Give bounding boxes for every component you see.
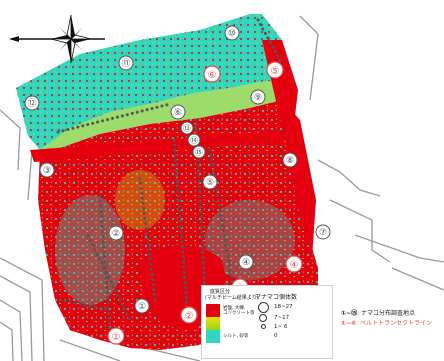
svg-text:②: ② [185,311,194,322]
survey-point-8: ⑧ [282,152,298,168]
transect-line-1: ① [107,327,125,345]
substrate-legend-title: 底質区分 [210,289,231,295]
svg-text:①: ① [138,302,146,312]
circle-large-icon [258,302,269,313]
key-survey-points: ①~⑮: ナマコ分布調査地点 [341,310,416,317]
survey-point-1: ① [134,298,150,314]
silt-region [16,14,282,150]
svg-text:⑤: ⑤ [271,66,280,77]
map-legend: 底質区分 (マルチビーム結果より) 岩盤, 大礫, コンクリート等 シルト, 砂… [201,285,333,359]
swatch-intermediate [206,317,220,330]
svg-text:③: ③ [43,166,51,176]
substrate-legend-subtitle: (マルチビーム結果より) [205,295,259,301]
legend-silt-label: シルト, 砂等 [223,334,249,339]
transect-line-2: ② [180,306,198,324]
survey-point-9: ⑨ [250,89,266,105]
svg-text:④: ④ [290,260,299,271]
circle-small-icon [261,324,266,329]
survey-point-13: ⑬ [180,121,194,135]
north-arrow-compass-icon [9,14,105,64]
symbol-key: ①~⑮: ナマコ分布調査地点 ①~⑥: ベルトトランセクトライン [333,296,444,361]
survey-point-15: ⑮ [192,145,206,159]
survey-point-4: ④ [238,254,254,270]
survey-point-14: ⑭ [187,133,201,147]
count-legend-title: マナマコ個体数 [255,294,298,301]
swatch-silt [206,330,220,343]
survey-point-11: ⑪ [118,55,134,71]
svg-text:⑦: ⑦ [319,228,327,238]
survey-point-markers: ⑫ ⑪ ⑩ ⑨ ⑧ ⑦ ⑥ ⑤ ④ ③ ② ① ⑬ ⑭ ⑮ [24,25,331,314]
legend-rock-label-1: 岩盤, 大礫, [223,306,246,311]
svg-text:⑤: ⑤ [206,178,214,188]
survey-point-2: ② [108,225,124,241]
transect-line-6: ⑥ [203,65,221,83]
survey-point-5: ⑤ [202,174,218,190]
survey-point-6: ⑥ [170,104,186,120]
svg-text:⑮: ⑮ [195,148,203,157]
swatch-rock [206,304,220,317]
survey-point-12: ⑫ [24,95,40,111]
svg-text:⑩: ⑩ [228,29,236,39]
transect-line-4: ④ [285,255,303,273]
svg-text:④: ④ [242,258,250,268]
legend-rock-label-2: コンクリート等 [223,311,255,316]
svg-text:①: ① [112,332,121,343]
survey-point-7: ⑦ [315,224,331,240]
svg-text:⑨: ⑨ [254,93,262,103]
circle-medium-icon [259,314,267,322]
svg-text:②: ② [112,229,120,239]
survey-point-10: ⑩ [224,25,240,41]
transect-line-markers: ⑥ ⑤ ④ ③ ② ① [107,61,303,345]
svg-text:⑬: ⑬ [183,124,191,133]
svg-text:⑥: ⑥ [208,70,217,81]
svg-text:⑧: ⑧ [286,156,294,166]
svg-text:⑥: ⑥ [174,108,182,118]
svg-text:⑭: ⑭ [190,136,198,145]
svg-text:⑫: ⑫ [27,98,36,109]
key-transect-lines: ①~⑥: ベルトトランセクトライン [341,320,433,327]
survey-point-3: ③ [39,162,55,178]
transect-line-5: ⑤ [266,61,284,79]
svg-text:⑪: ⑪ [121,58,130,69]
